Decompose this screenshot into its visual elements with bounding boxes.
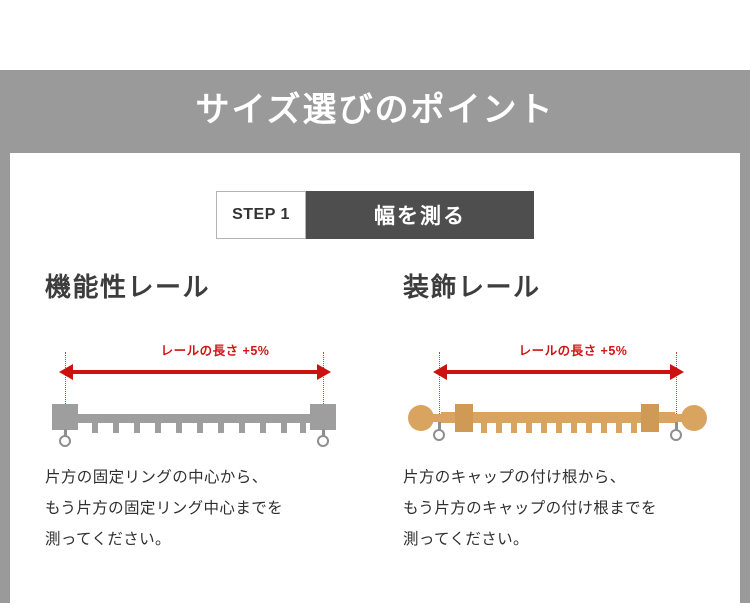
rail-hook — [197, 423, 203, 433]
caption-line: 測ってください。 — [403, 531, 529, 548]
rail-hook — [176, 423, 182, 433]
page-title: サイズ選びのポイント — [195, 91, 555, 129]
fixed-ring-stem-right — [321, 429, 325, 437]
rail-hook — [134, 423, 140, 433]
bracket-left — [455, 404, 473, 432]
cap-base-ring-left — [433, 429, 445, 441]
cap-base-ring-stem-left — [437, 422, 441, 431]
diagram-decorative-rail: レールの長さ +5% — [403, 334, 743, 464]
rail-hook — [155, 423, 161, 433]
fixed-ring-left — [59, 435, 71, 447]
decorative-hook — [511, 423, 517, 433]
measure-arrow-head-right — [670, 364, 684, 380]
measure-label-functional: レールの長さ +5% — [160, 344, 270, 358]
caption-line: 測ってください。 — [45, 531, 171, 548]
caption-line: 片方の固定リングの中心から、 — [45, 469, 268, 486]
guide-line-right — [323, 352, 324, 414]
guide-line-right — [676, 352, 677, 414]
diagram-functional-rail: レールの長さ +5% — [45, 334, 385, 464]
header-band — [0, 70, 750, 153]
cap-base-ring-right — [670, 429, 682, 441]
finial-neck-left — [432, 414, 444, 422]
rail-hook — [260, 423, 266, 433]
bracket-right — [641, 404, 659, 432]
decorative-hook — [556, 423, 562, 433]
cap-base-ring-stem-right — [674, 422, 678, 431]
column-functional-rail: 機能性レール レールの長さ +5% — [45, 270, 385, 464]
rail-hook — [218, 423, 224, 433]
heading-functional-rail: 機能性レール — [45, 272, 211, 302]
column-decorative-rail: 装飾レール レールの長さ +5% — [403, 270, 743, 464]
decorative-hook — [616, 423, 622, 433]
decorative-hook — [481, 423, 487, 433]
caption-line: 片方のキャップの付け根から、 — [403, 469, 626, 486]
step-number-badge: STEP 1 — [216, 191, 306, 239]
decorative-hook — [526, 423, 532, 433]
measure-arrow-line — [445, 370, 672, 374]
measure-arrow-head-right — [317, 364, 331, 380]
rail-end-cap-left — [52, 404, 78, 430]
caption-line: もう片方のキャップの付け根までを — [403, 500, 657, 517]
rail-hook — [239, 423, 245, 433]
caption-functional-rail: 片方の固定リングの中心から、 もう片方の固定リング中心までを 測ってください。 — [45, 462, 385, 555]
caption-line: もう片方の固定リング中心までを — [45, 500, 284, 517]
finial-ball-left — [408, 405, 434, 431]
decorative-pole — [441, 412, 675, 423]
finial-neck-right — [671, 414, 683, 422]
decorative-hook — [541, 423, 547, 433]
rail-hook — [92, 423, 98, 433]
decorative-hook — [601, 423, 607, 433]
fixed-ring-right — [317, 435, 329, 447]
guide-line-left — [439, 352, 440, 414]
rail-hook — [300, 423, 306, 433]
rail-hook — [113, 423, 119, 433]
measure-label-decorative: レールの長さ +5% — [518, 344, 628, 358]
decorative-hook — [631, 423, 637, 433]
step-banner: STEP 1 幅を測る — [216, 191, 534, 239]
rail-bar — [75, 414, 315, 423]
caption-decorative-rail: 片方のキャップの付け根から、 もう片方のキャップの付け根までを 測ってください。 — [403, 462, 743, 555]
decorative-hook — [571, 423, 577, 433]
decorative-hook — [586, 423, 592, 433]
fixed-ring-stem-left — [63, 429, 67, 437]
measure-arrow-line — [71, 370, 319, 374]
measure-arrow-head-left — [433, 364, 447, 380]
guide-line-left — [65, 352, 66, 414]
measure-arrow-head-left — [59, 364, 73, 380]
finial-ball-right — [681, 405, 707, 431]
step-title: 幅を測る — [306, 191, 534, 239]
rail-hook — [281, 423, 287, 433]
heading-decorative-rail: 装飾レール — [403, 272, 541, 302]
decorative-hook — [496, 423, 502, 433]
